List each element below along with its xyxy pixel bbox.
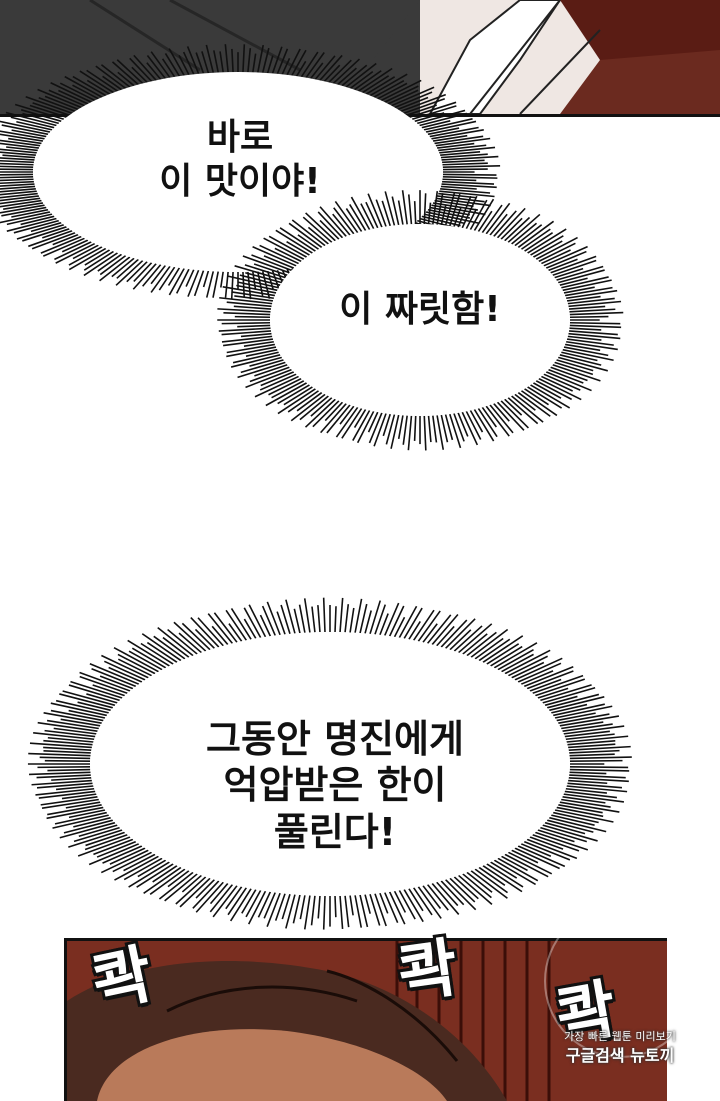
watermark-tagline: 가장 빠른 웹툰 미리보기 bbox=[564, 1030, 676, 1043]
bubble-2-line-1: 이 짜릿함! bbox=[339, 289, 501, 330]
burst-bubble-2 bbox=[217, 190, 624, 451]
bubble-3-line-2: 억압받은 한이 bbox=[223, 763, 447, 808]
watermark-badge-icon bbox=[544, 904, 698, 1058]
burst-bubble-3 bbox=[27, 597, 632, 930]
bubble-text-3: 그동안 명진에게 억압받은 한이 풀린다! bbox=[150, 716, 520, 855]
burst-bubble-1 bbox=[0, 44, 501, 300]
bubble-text-2: 이 짜릿함! bbox=[300, 288, 540, 332]
watermark-site: 구글검색 뉴토끼 bbox=[565, 1046, 675, 1065]
bubble-1-line-1: 바로 bbox=[206, 117, 274, 158]
sound-effect-2: 콱 bbox=[393, 931, 463, 1013]
bubble-1-line-2: 이 맛이야! bbox=[159, 160, 321, 202]
bubble-3-line-1: 그동안 명진에게 bbox=[206, 717, 464, 761]
bubble-3-line-3: 풀린다! bbox=[273, 809, 397, 854]
bubble-text-1: 바로 이 맛이야! bbox=[130, 116, 350, 204]
